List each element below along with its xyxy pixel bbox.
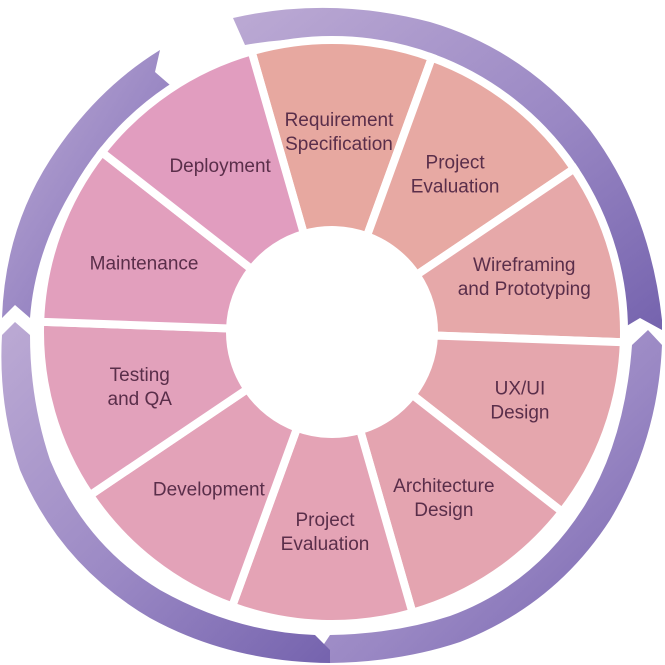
cycle-arrow-bottom-right: [320, 330, 662, 663]
segment-label-line: Project: [295, 510, 355, 531]
segment-label-line: Architecture: [393, 476, 494, 497]
segment-label-8: Testing and QA: [108, 365, 173, 410]
segment-label-line: Requirement: [285, 110, 394, 131]
segment-label-10: Deployment: [169, 156, 271, 177]
cycle-arrow-left: [1, 322, 331, 663]
cycle-arrow-top-left: [2, 50, 170, 318]
segment-label-4: UX/UI Design: [490, 378, 549, 423]
segment-label-line: and QA: [108, 389, 173, 410]
segment-label-line: Specification: [285, 134, 393, 155]
segment-label-line: Maintenance: [90, 254, 199, 275]
center-hub: [230, 230, 434, 434]
segment-label-3: Wireframing and Prototyping: [458, 255, 591, 300]
segment-label-line: Testing: [110, 365, 170, 386]
segment-label-line: Design: [490, 402, 549, 423]
segment-label-line: Project: [426, 152, 486, 173]
segment-label-9: Maintenance: [90, 254, 199, 275]
segment-label-line: Evaluation: [411, 176, 500, 197]
segment-label-line: and Prototyping: [458, 279, 591, 300]
segment-label-line: Deployment: [169, 156, 271, 177]
segment-label-line: Design: [414, 500, 473, 521]
segment-label-line: UX/UI: [495, 378, 546, 399]
segment-label-line: Wireframing: [473, 255, 575, 276]
segment-label-7: Development: [153, 480, 266, 501]
segment-label-line: Evaluation: [281, 534, 370, 555]
segment-label-line: Development: [153, 480, 266, 501]
